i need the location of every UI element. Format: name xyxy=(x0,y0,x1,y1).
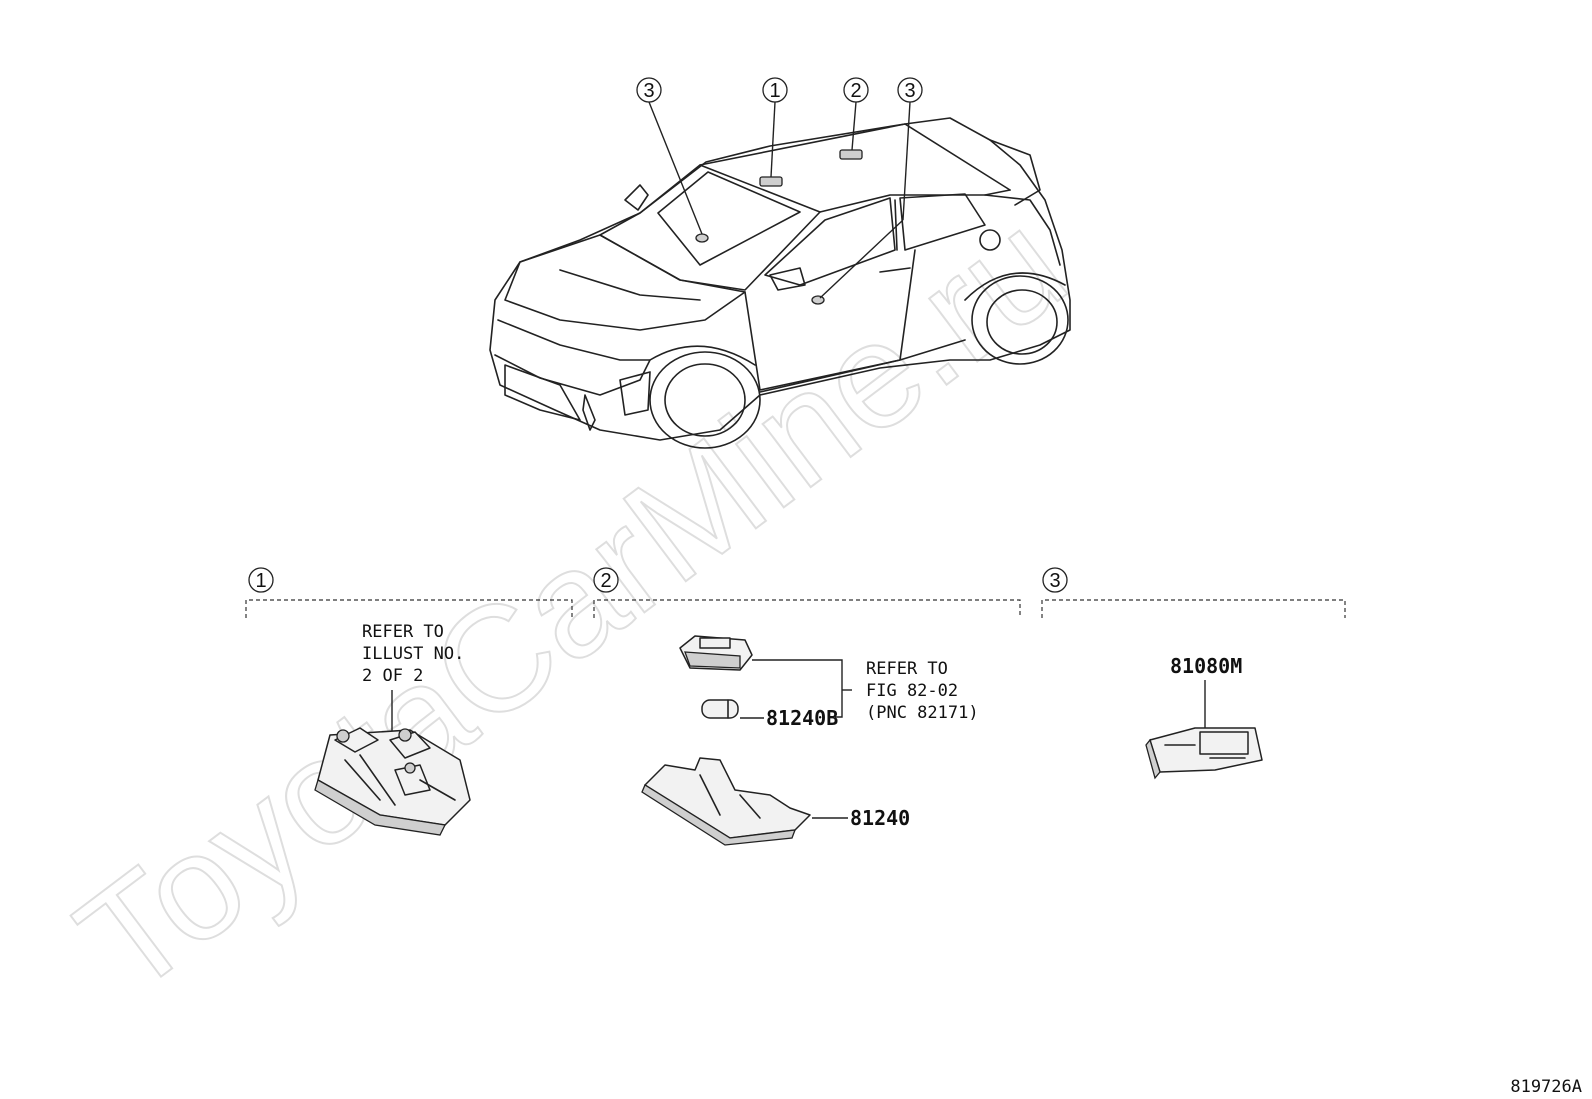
lamp-socket-part xyxy=(679,635,753,671)
callout-3-left: 3 xyxy=(636,77,703,235)
callout-2-top: 2 xyxy=(843,77,869,151)
overhead-console-assembly xyxy=(314,727,471,836)
illustration-id: 819726A xyxy=(1510,1077,1582,1097)
refer-bracket-line xyxy=(752,659,843,718)
lamp-housing-part xyxy=(641,757,811,846)
section-1-note-line2: ILLUST NO. xyxy=(362,644,464,664)
lamp-marker-1 xyxy=(759,176,783,187)
section-2: 2 REFER TO FIG 82-02 (PNC 82171) 81240B … xyxy=(593,567,1021,846)
part-number-81240B: 81240B xyxy=(766,706,838,730)
sensor-part xyxy=(1145,727,1263,780)
sensor-marker-front xyxy=(695,233,709,243)
vehicle-illustration xyxy=(489,117,1071,449)
section-2-note-line1: REFER TO xyxy=(866,659,948,679)
callout-number: 2 xyxy=(850,80,861,102)
sensor-marker-side xyxy=(811,295,825,305)
callout-number: 1 xyxy=(769,80,780,102)
section-3-bracket xyxy=(1041,599,1346,618)
section-1-note-line1: REFER TO xyxy=(362,622,444,642)
callout-1-top: 1 xyxy=(762,77,788,178)
section-3-number: 3 xyxy=(1049,570,1060,592)
section-1-bracket xyxy=(245,599,573,618)
part-number-81080M: 81080M xyxy=(1170,654,1242,678)
lamp-marker-2 xyxy=(839,149,863,160)
part-number-81240: 81240 xyxy=(850,806,910,830)
section-3: 3 81080M xyxy=(1041,567,1346,780)
section-1-number: 1 xyxy=(255,570,266,592)
bulb-part xyxy=(701,699,739,719)
callout-3-right: 3 xyxy=(819,77,923,299)
section-2-number: 2 xyxy=(600,570,611,592)
section-1-note-line3: 2 OF 2 xyxy=(362,666,423,686)
section-2-note-line2: FIG 82-02 xyxy=(866,681,958,701)
section-2-note-line3: (PNC 82171) xyxy=(866,703,979,723)
section-2-bracket xyxy=(593,599,1021,618)
section-1: 1 REFER TO ILLUST NO. 2 OF 2 xyxy=(245,567,573,836)
callout-number: 3 xyxy=(643,80,654,102)
callout-number: 3 xyxy=(904,80,915,102)
